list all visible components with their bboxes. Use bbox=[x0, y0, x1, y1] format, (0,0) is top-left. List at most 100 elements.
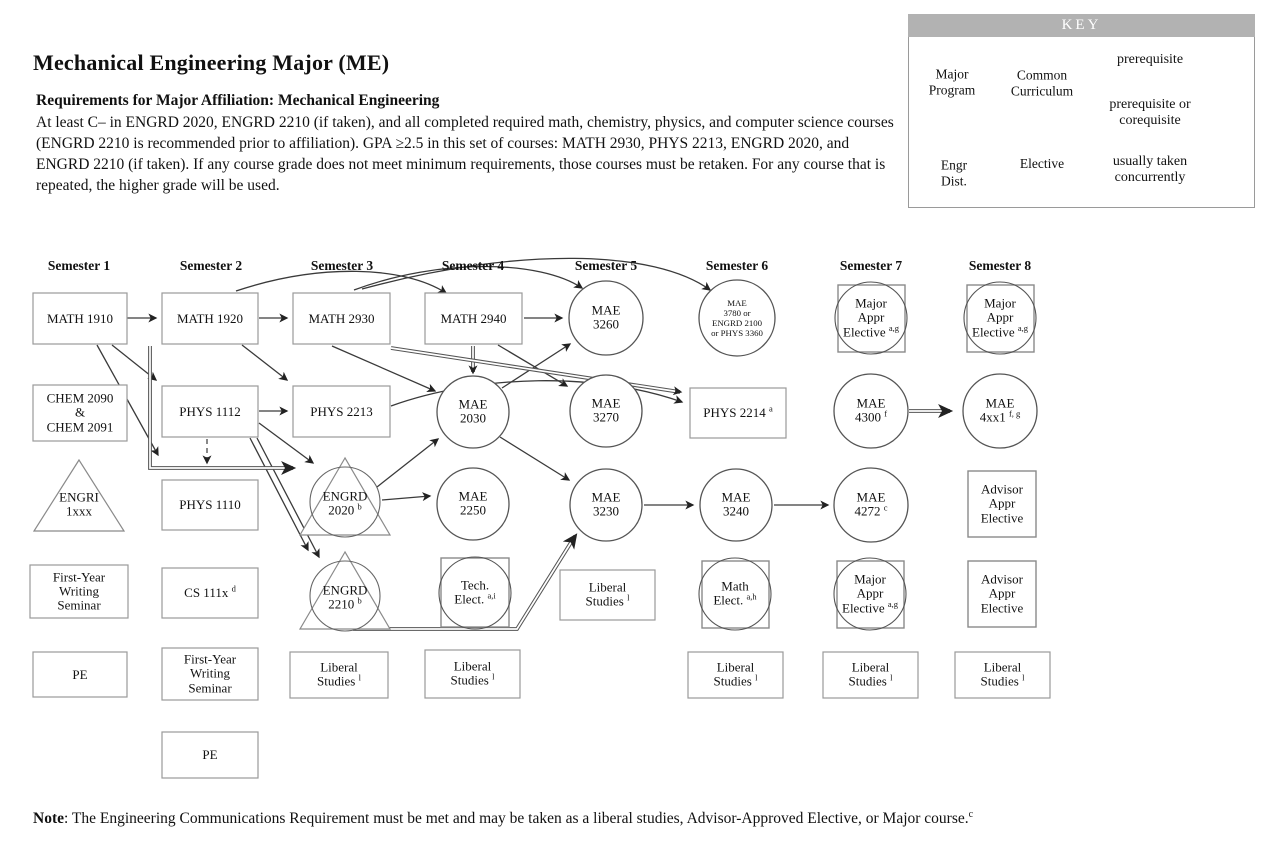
node-shape-ls6 bbox=[687, 651, 784, 699]
semester-header-5: Semester 5 bbox=[574, 258, 638, 273]
node-shape-engrd2020 bbox=[309, 466, 381, 538]
node-shape-majorappr7t bbox=[834, 281, 908, 355]
node-shape-techelect bbox=[438, 556, 512, 630]
node-shape-engrd2210 bbox=[309, 560, 381, 632]
node-shape-techelect bbox=[440, 557, 510, 628]
node-shape-majorappr7t bbox=[837, 284, 906, 353]
node-phys1110: PHYS 1110 bbox=[179, 496, 241, 512]
semester-header-4: Semester 4 bbox=[441, 258, 505, 273]
semester-header-1: Semester 1 bbox=[47, 258, 111, 273]
semester-header-7: Semester 7 bbox=[839, 258, 903, 273]
node-shape-math1920 bbox=[161, 292, 259, 345]
node-shape-ls5 bbox=[559, 569, 656, 621]
corequisite-edges bbox=[148, 346, 954, 631]
node-cs111x: CS 111x d bbox=[184, 583, 236, 600]
node-shape-mae3240 bbox=[699, 468, 773, 542]
node-shape-mathelect bbox=[701, 560, 770, 629]
node-shape-chem bbox=[32, 384, 128, 442]
node-shape-mae2030 bbox=[436, 375, 510, 449]
node-shape-phys2214 bbox=[689, 387, 787, 439]
node-shape-advisor1 bbox=[967, 470, 1037, 538]
footnote: Note: The Engineering Communications Req… bbox=[33, 809, 973, 828]
node-phys2213: PHYS 2213 bbox=[310, 403, 373, 419]
node-shape-phys2213 bbox=[292, 385, 391, 438]
node-shape-engrd2210 bbox=[298, 550, 392, 630]
node-math1920: MATH 1920 bbox=[176, 310, 244, 326]
node-shape-mae3780 bbox=[698, 279, 776, 357]
key-prerequisite-label: prerequisite bbox=[1116, 51, 1184, 67]
node-shape-math2940 bbox=[424, 292, 523, 345]
node-shape-mae2250 bbox=[436, 467, 510, 541]
semester-header-8: Semester 8 bbox=[968, 258, 1032, 273]
node-phys1112: PHYS 1112 bbox=[179, 403, 241, 419]
node-shape-majorappr7b bbox=[836, 560, 905, 629]
node-shape-ls8 bbox=[954, 651, 1051, 699]
node-shape-ls4 bbox=[424, 649, 521, 699]
semester-header-3: Semester 3 bbox=[310, 258, 374, 273]
node-chem: CHEM 2090&CHEM 2091 bbox=[46, 390, 114, 435]
node-shape-pe2 bbox=[161, 731, 259, 779]
prerequisite-edges bbox=[96, 257, 830, 559]
node-shape-mathelect bbox=[698, 557, 772, 631]
node-pe1: PE bbox=[72, 666, 88, 682]
node-shape-fws1 bbox=[29, 564, 129, 619]
node-shape-engri bbox=[32, 458, 126, 532]
key-engr-dist-label: Engr Dist. bbox=[940, 157, 968, 188]
node-shape-majorappr8 bbox=[963, 281, 1037, 355]
node-math2930: MATH 2930 bbox=[308, 310, 375, 326]
node-shapes bbox=[29, 279, 1051, 779]
node-shape-ls3 bbox=[289, 651, 389, 699]
node-shape-mae3260 bbox=[568, 280, 644, 356]
node-shape-phys1112 bbox=[161, 385, 259, 438]
node-shape-fws2 bbox=[161, 647, 259, 701]
node-shape-math2930 bbox=[292, 292, 391, 345]
node-shape-pe1 bbox=[32, 651, 128, 698]
node-shape-phys1110 bbox=[161, 479, 259, 531]
key-common-curriculum-label: Common Curriculum bbox=[1010, 67, 1074, 98]
key-concurrent-label: usually taken concurrently bbox=[1112, 153, 1188, 185]
footnote-text: : The Engineering Communications Require… bbox=[64, 810, 969, 827]
key-coreq-label: prerequisite or corequisite bbox=[1109, 96, 1191, 128]
node-shape-mae4272 bbox=[833, 467, 909, 543]
node-pe2: PE bbox=[202, 746, 218, 762]
node-shape-majorappr8 bbox=[966, 284, 1035, 353]
key-major-program-label: Major Program bbox=[928, 66, 976, 97]
node-math1910: MATH 1910 bbox=[46, 310, 114, 326]
node-shape-engrd2020 bbox=[298, 456, 392, 536]
node-shape-mae4xx1 bbox=[962, 373, 1038, 449]
node-techelect: Tech.Elect. a,i bbox=[454, 577, 496, 607]
affiliation-body: At least C– in ENGRD 2020, ENGRD 2210 (i… bbox=[36, 114, 894, 195]
key-elective-label: Elective bbox=[1019, 156, 1065, 172]
semester-header-6: Semester 6 bbox=[705, 258, 769, 273]
page-title: Mechanical Engineering Major (ME) bbox=[33, 50, 390, 75]
node-math2940: MATH 2940 bbox=[440, 310, 507, 326]
node-shape-ls7 bbox=[822, 651, 919, 699]
node-shape-majorappr7b bbox=[833, 557, 907, 631]
